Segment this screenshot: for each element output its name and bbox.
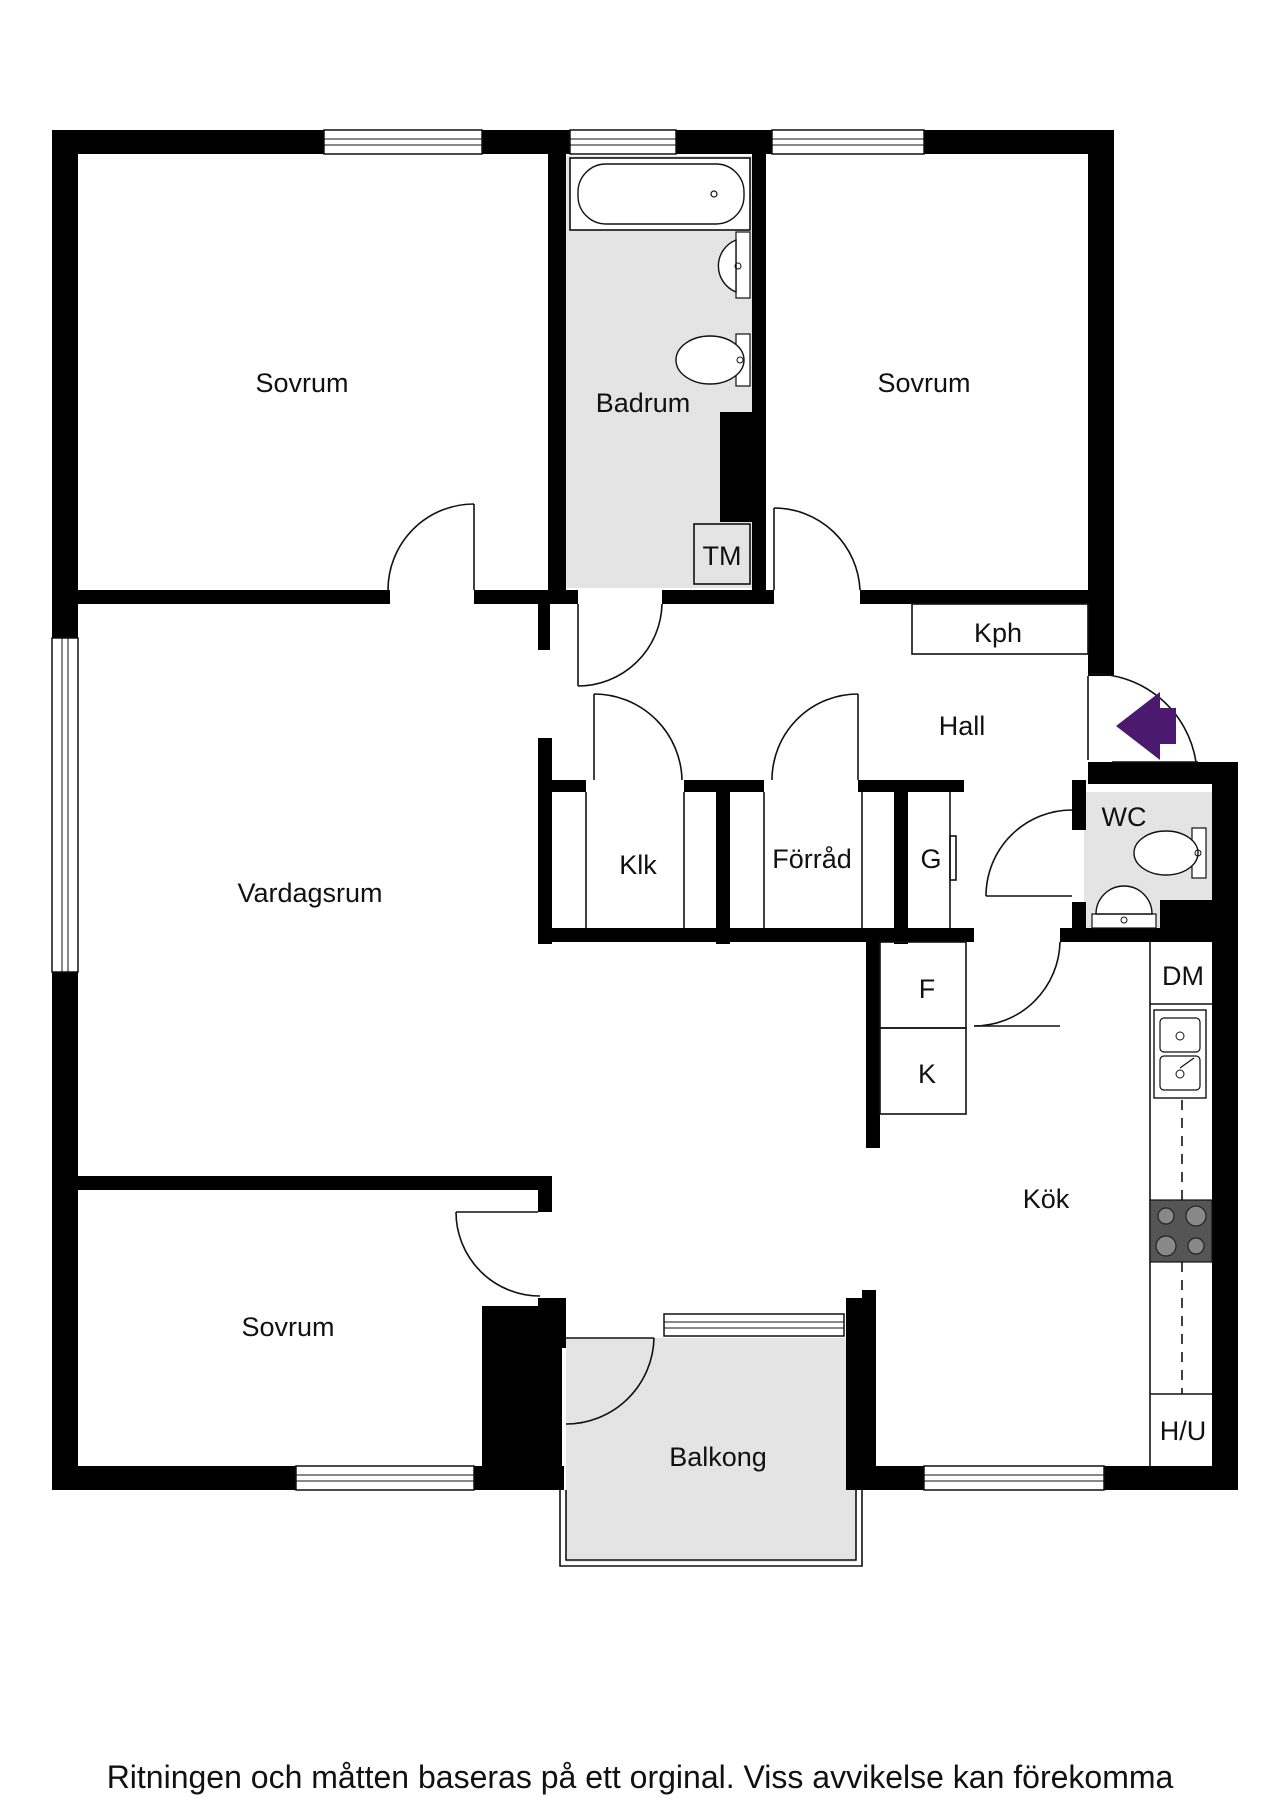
entrance-arrow-icon bbox=[1116, 692, 1176, 760]
doors bbox=[387, 503, 1198, 1425]
label-k: K bbox=[918, 1059, 936, 1089]
label-hall: Hall bbox=[939, 711, 986, 741]
window-bottom-right bbox=[923, 1465, 1105, 1491]
window-top-bath bbox=[569, 129, 677, 155]
balkong-outline bbox=[559, 1490, 863, 1567]
door-sovrum-1 bbox=[387, 503, 475, 591]
label-wc: WC bbox=[1102, 802, 1147, 832]
balkong-floor bbox=[566, 1338, 856, 1562]
kph-box bbox=[911, 603, 1089, 655]
interior-walls bbox=[52, 130, 1238, 1490]
door-badrum bbox=[577, 603, 663, 687]
toilet-icon bbox=[675, 333, 751, 387]
window-top-left bbox=[323, 129, 483, 155]
tm-box bbox=[693, 523, 751, 585]
label-sovrum-3: Sovrum bbox=[241, 1312, 334, 1342]
label-forrad: Förråd bbox=[772, 844, 852, 874]
label-balkong: Balkong bbox=[669, 1442, 767, 1472]
window-balcony bbox=[663, 1313, 845, 1337]
label-hu: H/U bbox=[1160, 1416, 1207, 1446]
disclaimer-text: Ritningen och måtten baseras på ett orgi… bbox=[107, 1759, 1174, 1795]
label-f: F bbox=[919, 974, 936, 1004]
wc-sink-icon bbox=[1091, 885, 1157, 929]
window-left bbox=[51, 637, 79, 973]
room-labels: Sovrum Badrum Sovrum TM Kph Hall WC Klk … bbox=[237, 368, 1206, 1472]
door-balkong bbox=[565, 1337, 655, 1425]
door-kok bbox=[973, 941, 1061, 1027]
kitchen-sink-icon bbox=[1153, 1009, 1207, 1099]
window-bottom-left bbox=[295, 1465, 475, 1491]
label-kph: Kph bbox=[974, 618, 1022, 648]
sink-icon bbox=[717, 231, 751, 299]
wc-toilet-icon bbox=[1133, 827, 1207, 879]
k-box bbox=[879, 1027, 967, 1115]
label-tm: TM bbox=[703, 541, 742, 571]
bathtub-icon bbox=[569, 157, 751, 231]
stove-icon bbox=[1149, 1199, 1213, 1263]
label-badrum: Badrum bbox=[596, 388, 691, 418]
label-klk: Klk bbox=[619, 850, 657, 880]
door-forrad bbox=[771, 693, 859, 781]
label-dm: DM bbox=[1162, 961, 1204, 991]
label-vardagsrum: Vardagsrum bbox=[237, 878, 382, 908]
door-sovrum-2 bbox=[773, 507, 861, 591]
window-top-right bbox=[771, 129, 925, 155]
door-klk bbox=[593, 693, 683, 781]
label-sovrum-2: Sovrum bbox=[877, 368, 970, 398]
label-g: G bbox=[920, 844, 941, 874]
label-sovrum-1: Sovrum bbox=[255, 368, 348, 398]
door-wc bbox=[985, 809, 1073, 897]
door-sovrum-3 bbox=[455, 1211, 541, 1297]
windows bbox=[51, 129, 1105, 1491]
label-kok: Kök bbox=[1023, 1184, 1070, 1214]
